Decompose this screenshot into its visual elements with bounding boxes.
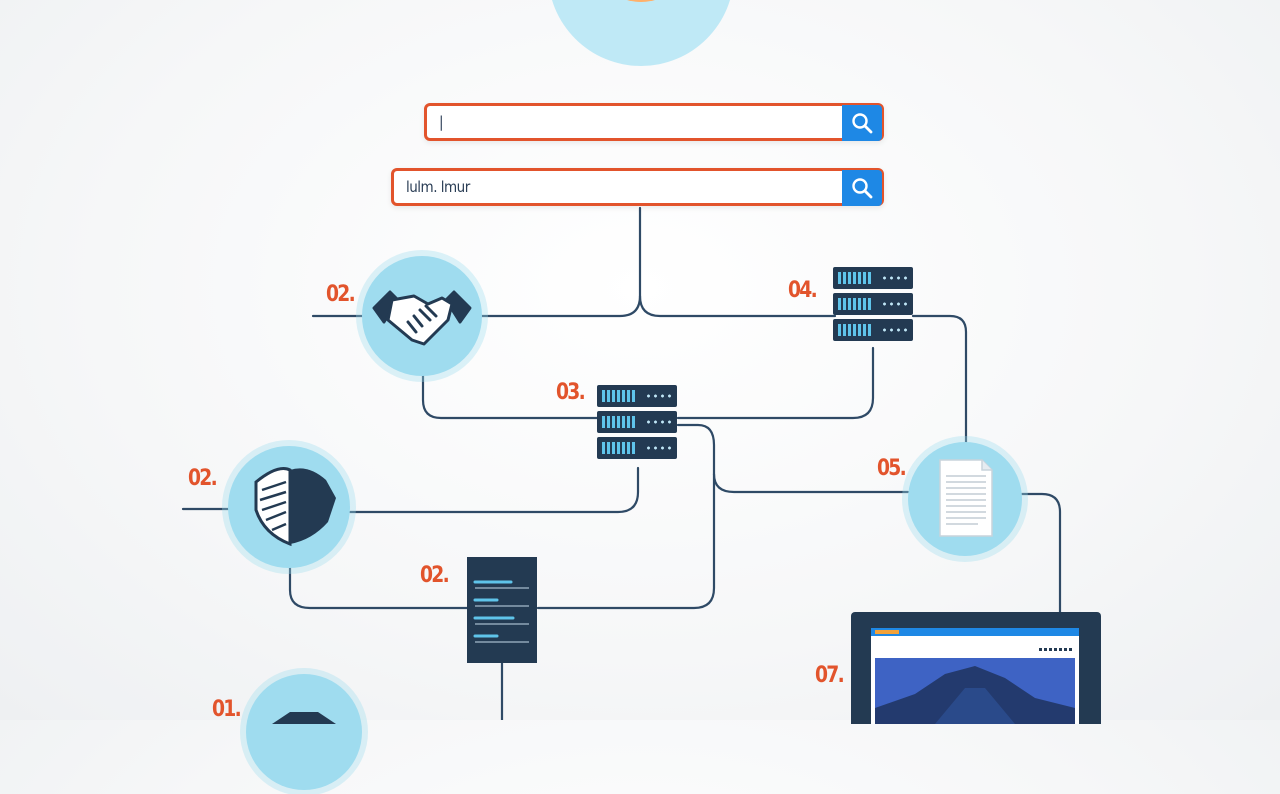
search-icon [852, 113, 873, 134]
connector-03-to-02low [536, 472, 716, 610]
handshake-node [362, 256, 482, 376]
server-node-03 [597, 385, 677, 463]
node-01 [246, 674, 362, 790]
document-icon [939, 459, 993, 537]
connector-lines [181, 206, 1062, 720]
connector-02-to-03 [421, 373, 600, 420]
server-icon [833, 267, 913, 341]
server-icon [597, 385, 677, 459]
landscape-icon [875, 658, 1075, 724]
shield-icon [254, 467, 336, 547]
connector-03-to-05 [676, 423, 910, 494]
search-icon [852, 178, 873, 199]
server-node-04 [833, 267, 913, 345]
connector-search-to-02 [478, 206, 642, 318]
handshake-icon [272, 712, 336, 724]
document-node [908, 442, 1022, 556]
label-03: 03. [556, 380, 586, 405]
search-input-bottom[interactable]: lulm. lmur [406, 178, 470, 196]
search-bar-top[interactable]: | [424, 103, 884, 141]
search-bar-bottom[interactable]: lulm. lmur [391, 168, 884, 206]
label-05: 05. [877, 456, 907, 481]
label-07: 07. [815, 663, 845, 688]
search-input-top[interactable]: | [439, 113, 444, 131]
monitor-icon [871, 628, 1079, 724]
connector-search-to-04 [638, 294, 837, 318]
label-01: 01. [212, 697, 242, 722]
handshake-icon [372, 290, 472, 346]
search-button-bottom[interactable] [842, 170, 882, 206]
list-panel-icon [473, 580, 529, 643]
search-button-top[interactable] [842, 105, 882, 141]
label-02-low: 02. [420, 563, 450, 588]
monitor-node [851, 612, 1101, 724]
label-02-top: 02. [326, 282, 356, 307]
label-02-mid: 02. [188, 466, 218, 491]
connector-05-to-07 [1020, 492, 1062, 614]
label-04: 04. [788, 278, 818, 303]
panel-node [467, 557, 537, 663]
connector-04-to-03 [676, 346, 875, 420]
connector-02mid-to-02low [288, 566, 470, 610]
connector-03-to-02mid [348, 466, 640, 514]
shield-node [228, 446, 350, 568]
connector-04-to-05 [911, 314, 968, 444]
